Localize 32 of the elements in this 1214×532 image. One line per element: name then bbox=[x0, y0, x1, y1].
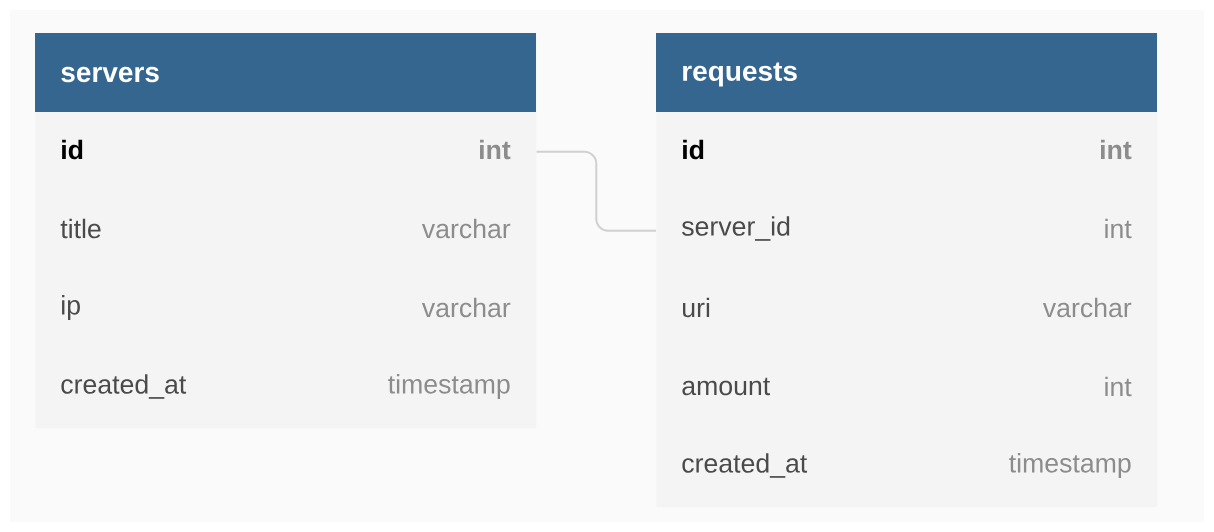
column-type: varchar bbox=[421, 297, 511, 318]
column-name: created_at bbox=[61, 374, 187, 399]
table bbox=[656, 33, 1158, 508]
node-text: created_at timestamp bbox=[682, 453, 1131, 478]
column-type: int bbox=[1105, 218, 1132, 239]
column-type: int bbox=[480, 139, 511, 160]
column-name: title bbox=[60, 218, 101, 239]
column-name: created_at bbox=[682, 453, 808, 478]
column-name: ip bbox=[62, 295, 80, 320]
node-text: ip varchar bbox=[62, 295, 511, 320]
node-text: title varchar bbox=[60, 218, 511, 239]
table bbox=[35, 33, 537, 429]
table-title: requests bbox=[683, 62, 797, 87]
node-text: id int bbox=[62, 139, 511, 160]
node-text: amount int bbox=[682, 376, 1132, 397]
column-name: amount bbox=[682, 377, 770, 396]
column-type: varchar bbox=[1042, 297, 1132, 318]
column-name: id bbox=[62, 139, 83, 160]
table-title: servers bbox=[61, 66, 159, 83]
column-type: timestamp bbox=[1009, 453, 1131, 478]
column-name: uri bbox=[683, 297, 710, 318]
node-text: server_id int bbox=[682, 216, 1132, 241]
column-name: server_id bbox=[682, 216, 790, 241]
column-type: int bbox=[1101, 139, 1132, 160]
column-type: timestamp bbox=[388, 374, 510, 399]
connector-line bbox=[535, 150, 657, 232]
column-type: varchar bbox=[421, 218, 511, 239]
node-text: created_at timestamp bbox=[61, 374, 510, 399]
node-text: uri varchar bbox=[683, 297, 1132, 318]
node-text: id int bbox=[683, 139, 1132, 160]
column-name: id bbox=[683, 139, 704, 160]
column-type: int bbox=[1105, 376, 1132, 397]
